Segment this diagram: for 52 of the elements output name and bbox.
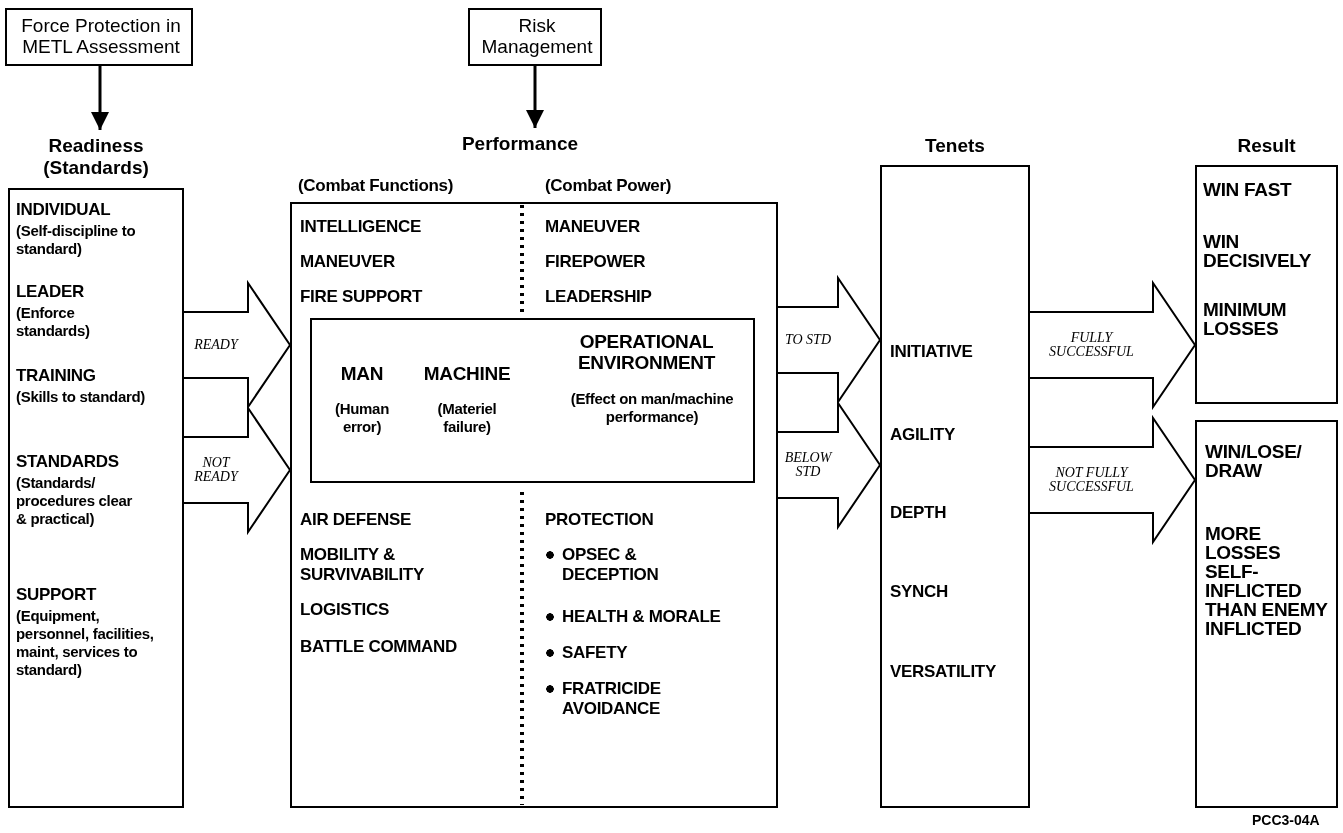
tenet-label: INITIATIVE (890, 342, 974, 362)
function-label: LOGISTICS (300, 600, 390, 620)
tenet-label: AGILITY (890, 425, 956, 445)
arrow (91, 66, 109, 130)
arrow (526, 66, 544, 128)
column-heading: Performance (460, 133, 580, 155)
category-label: SUPPORT (16, 585, 98, 605)
result-text: WIN FAST (1203, 180, 1293, 199)
result-text: WIN DECISIVELY (1203, 232, 1313, 270)
category-label: STANDARDS (16, 452, 120, 472)
category-label: LEADER (16, 282, 86, 302)
factor-label: MACHINE (422, 364, 512, 385)
result-text: WIN/LOSE/ DRAW (1205, 442, 1303, 480)
function-label: LEADERSHIP (545, 287, 653, 307)
result-text: MINIMUM LOSSES (1203, 300, 1288, 338)
column-heading: Result (1236, 135, 1297, 157)
function-label: BATTLE COMMAND (300, 637, 458, 657)
description-text: (Materiel failure) (436, 400, 498, 436)
description-text: (Equipment, personnel, facilities, maint, services to standard) (16, 607, 155, 679)
function-label: FIRE SUPPORT (300, 287, 424, 307)
function-label: MANEUVER (300, 252, 396, 272)
column-subheading: (Combat Functions) (298, 176, 455, 196)
function-label: MOBILITY & SURVIVABILITY (300, 545, 425, 585)
category-label: TRAINING (16, 366, 97, 386)
box-label: Force Protection in METL Assessment (20, 16, 182, 58)
tenet-label: DEPTH (890, 503, 948, 523)
result-text: MORE LOSSES SELF-INFLICTED THAN ENEMY INFLICTED (1205, 524, 1329, 638)
description-text: (Enforce standards) (16, 304, 91, 340)
category-label: INDIVIDUAL (16, 200, 112, 220)
description-text: (Skills to standard) (16, 388, 146, 406)
function-label: PROTECTION (545, 510, 655, 530)
tenet-label: SYNCH (890, 582, 949, 602)
process-box (5, 8, 193, 66)
factor-box (310, 318, 755, 483)
description-text: (Effect on man/machine performance) (569, 390, 735, 426)
figure-code: PCC3-04A (1252, 812, 1320, 828)
result-box (1195, 420, 1338, 808)
function-label: INTELLIGENCE (300, 217, 423, 237)
column-heading: Readiness (Standards) (42, 135, 150, 179)
description-text: (Self-discipline to standard) (16, 222, 137, 258)
factor-label: OPERATIONAL ENVIRONMENT (576, 332, 717, 374)
description-text: (Standards/ procedures clear & practical) (16, 474, 134, 528)
column-subheading: (Combat Power) (545, 176, 673, 196)
factor-label: MAN (339, 364, 385, 385)
function-label: AIR DEFENSE (300, 510, 412, 530)
description-text: (Human error) (333, 400, 390, 436)
box-label: Risk Management (480, 16, 594, 58)
column-heading: Tenets (924, 135, 986, 157)
function-label: FIREPOWER (545, 252, 647, 272)
function-label: MANEUVER (545, 217, 641, 237)
tenet-label: VERSATILITY (890, 662, 997, 682)
process-box (468, 8, 602, 66)
